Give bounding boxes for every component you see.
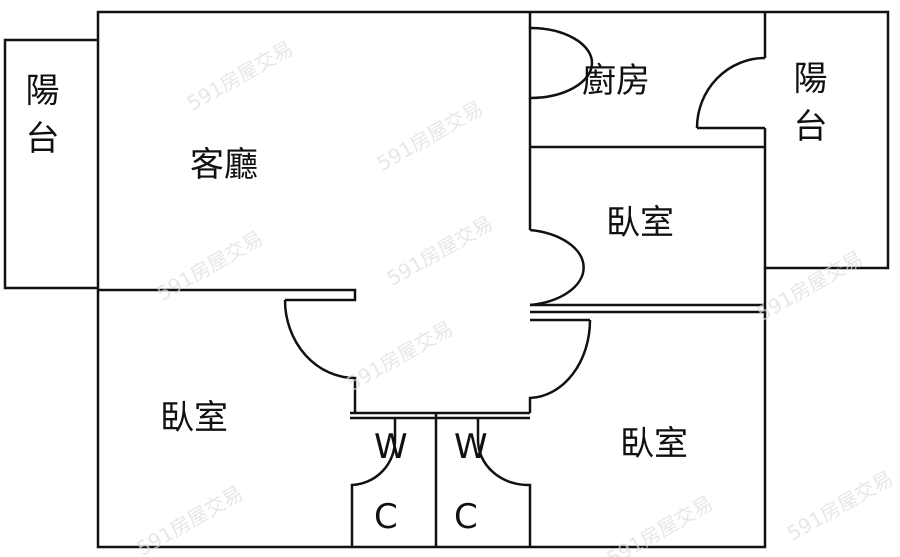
room-label-bedroom-right: 臥室 <box>620 424 688 464</box>
room-label-bedroom-middle: 臥室 <box>606 203 674 243</box>
wc1-door <box>350 418 397 547</box>
room-label-balcony-left: 陽台 <box>19 72 59 168</box>
bedroom-wall-double <box>530 303 765 322</box>
bedroom-left-door <box>283 299 357 413</box>
right-balcony-door <box>695 56 766 130</box>
left-balcony-wall <box>3 38 98 290</box>
wc1-label-c: C <box>374 497 398 537</box>
room-label-kitchen: 廚房 <box>582 61 650 101</box>
room-label-balcony-right: 陽台 <box>787 60 827 156</box>
wc-top-wall <box>350 411 530 420</box>
kitchen-door <box>528 26 594 100</box>
room-label-living: 客廳 <box>190 145 258 185</box>
kitchen-wall <box>528 12 765 230</box>
wc1-label-w: W <box>374 427 408 467</box>
bedroom-door-middle <box>529 228 585 307</box>
wc2-label-c: C <box>454 497 478 537</box>
room-label-bedroom-left: 臥室 <box>160 398 228 438</box>
bedroom-right-door <box>528 319 592 413</box>
living-bottom-wall <box>98 288 357 302</box>
wc2-door <box>476 418 532 547</box>
wc2-label-w: W <box>454 427 488 467</box>
